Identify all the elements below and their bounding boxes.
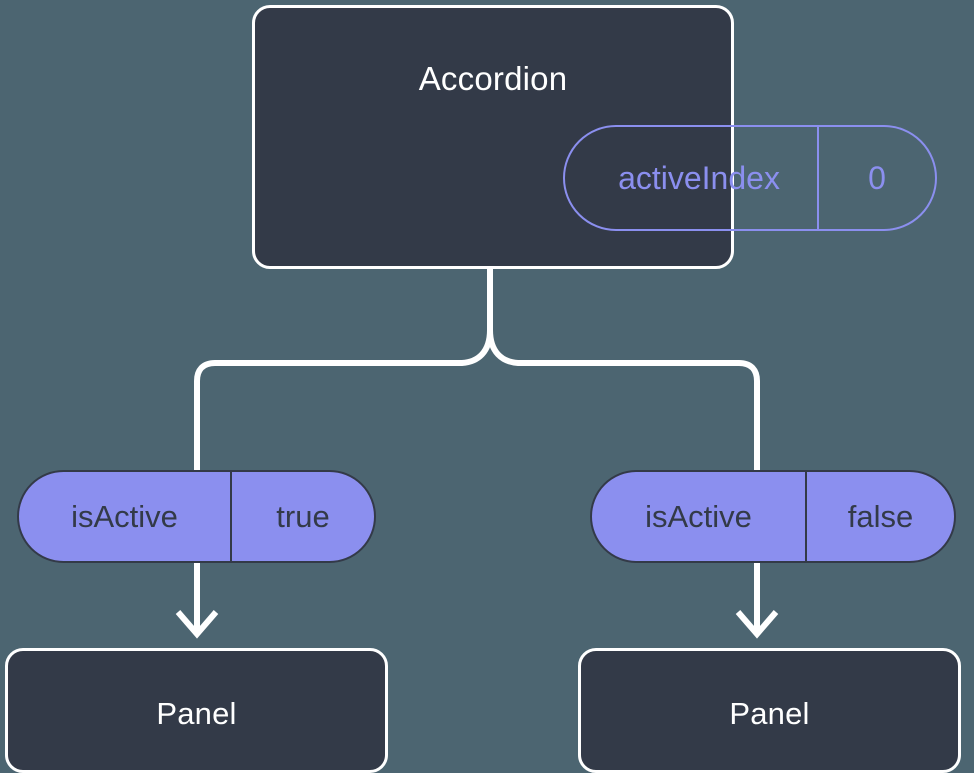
panel-node-left[interactable]: Panel	[5, 648, 388, 773]
state-pill-key-right: isActive	[592, 472, 807, 561]
prop-pill-key: activeIndex	[565, 127, 819, 229]
branch-connector-right	[487, 327, 760, 475]
branch-connector-left	[194, 327, 493, 475]
prop-pill-active-index[interactable]: activeIndex 0	[563, 125, 937, 231]
prop-pill-value: 0	[868, 159, 886, 196]
panel-node-right-title: Panel	[729, 696, 810, 731]
state-pill-is-active-true[interactable]: isActive true	[17, 470, 376, 563]
accordion-node[interactable]: Accordion activeIndex 0	[252, 5, 937, 269]
state-pill-value-right: false	[847, 498, 914, 534]
accordion-node-title: Accordion	[418, 60, 568, 97]
panel-node-left-title: Panel	[156, 696, 237, 731]
state-pill-value-left: true	[276, 498, 330, 534]
arrow-head-left-icon	[175, 610, 219, 639]
state-pill-key-left: isActive	[19, 472, 232, 561]
state-pill-is-active-false[interactable]: isActive false	[590, 470, 956, 563]
arrow-head-right-icon	[735, 610, 779, 639]
panel-node-right[interactable]: Panel	[578, 648, 961, 773]
